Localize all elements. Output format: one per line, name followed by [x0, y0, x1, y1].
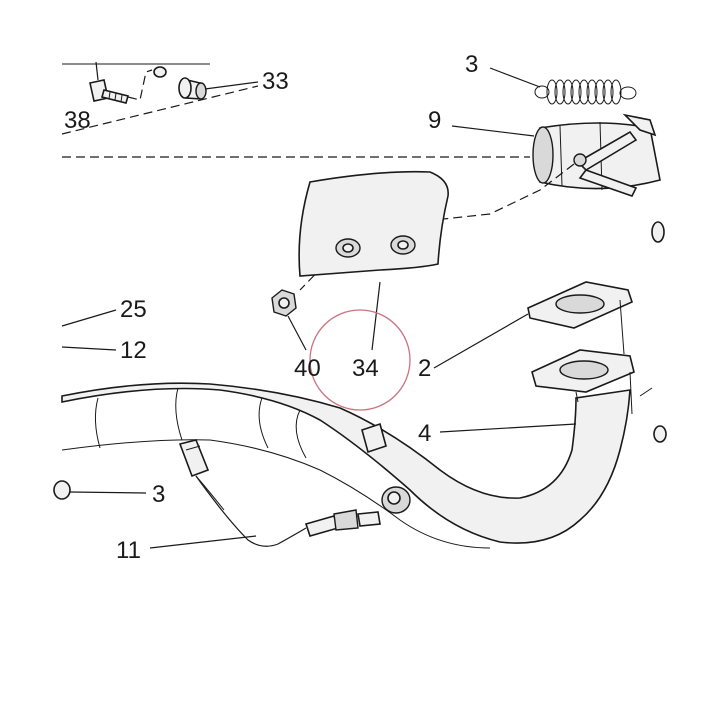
callout-38: 38	[64, 107, 91, 134]
callout-25: 25	[120, 296, 147, 323]
exhaust-pipe-4	[61, 299, 635, 549]
callout-3-bottom: 3	[152, 481, 165, 508]
oxygen-sensor-11	[149, 439, 381, 549]
gasket-2	[433, 281, 633, 369]
bolt-38	[89, 61, 153, 104]
sensor-boss	[381, 486, 411, 514]
spacer-33	[153, 66, 259, 100]
highlight-circle	[309, 309, 411, 411]
left-leaders	[53, 309, 147, 500]
top-bracket	[61, 63, 530, 158]
callout-2: 2	[418, 355, 431, 382]
callout-9: 9	[428, 107, 441, 134]
callout-40: 40	[294, 355, 321, 382]
clamp-9	[299, 113, 661, 291]
right-edge-fragments	[639, 221, 667, 443]
callout-12: 12	[120, 337, 147, 364]
spring-3	[489, 67, 637, 105]
callout-4: 4	[418, 420, 431, 447]
callout-33: 33	[262, 68, 289, 95]
callout-34: 34	[352, 355, 379, 382]
callout-3-top: 3	[465, 51, 478, 78]
heat-shield-34	[298, 170, 449, 351]
callout-11: 11	[116, 537, 141, 564]
nut-40	[271, 289, 307, 351]
